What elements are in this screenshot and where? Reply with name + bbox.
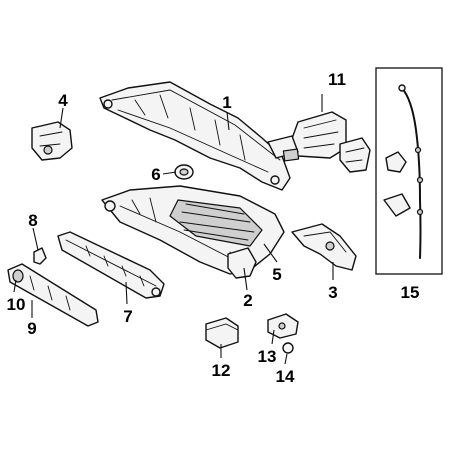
- callout-7: 7: [123, 307, 132, 326]
- callout-12: 12: [212, 361, 231, 380]
- part-3-curved-panel: [291, 223, 357, 271]
- callout-6: 6: [151, 165, 160, 184]
- callout-5: 5: [272, 265, 281, 284]
- callout-15: 15: [401, 283, 420, 302]
- part-13-bracket: [267, 313, 299, 339]
- callout-13: 13: [258, 347, 277, 366]
- part-1-upper-frame: [99, 81, 291, 191]
- callout-4: 4: [58, 91, 68, 110]
- part-7-rail: [57, 231, 165, 299]
- callout-2: 2: [243, 291, 252, 310]
- callout-1: 1: [222, 93, 231, 112]
- callout-8: 8: [28, 211, 37, 230]
- callout-11: 11: [328, 70, 346, 89]
- part-11-motor-assembly: [267, 111, 371, 173]
- part-12-block: [205, 317, 239, 349]
- leader-lines: [13, 94, 334, 365]
- callouts: 1 2 3 4 5 6 7 8 9 10 11 12 13 14 15: [7, 70, 420, 386]
- part-6-grommet: [174, 164, 194, 180]
- callout-14: 14: [276, 367, 295, 386]
- part-9-10-weatherstrip: [7, 263, 99, 327]
- part-15-cable-assembly: [375, 67, 443, 275]
- callout-9: 9: [27, 319, 36, 338]
- callout-10: 10: [7, 295, 26, 314]
- callout-3: 3: [328, 283, 337, 302]
- part-8-clip: [33, 247, 47, 265]
- part-2-handle: [227, 247, 257, 279]
- part-4-bracket: [31, 121, 73, 161]
- part-14-nut: [282, 342, 294, 354]
